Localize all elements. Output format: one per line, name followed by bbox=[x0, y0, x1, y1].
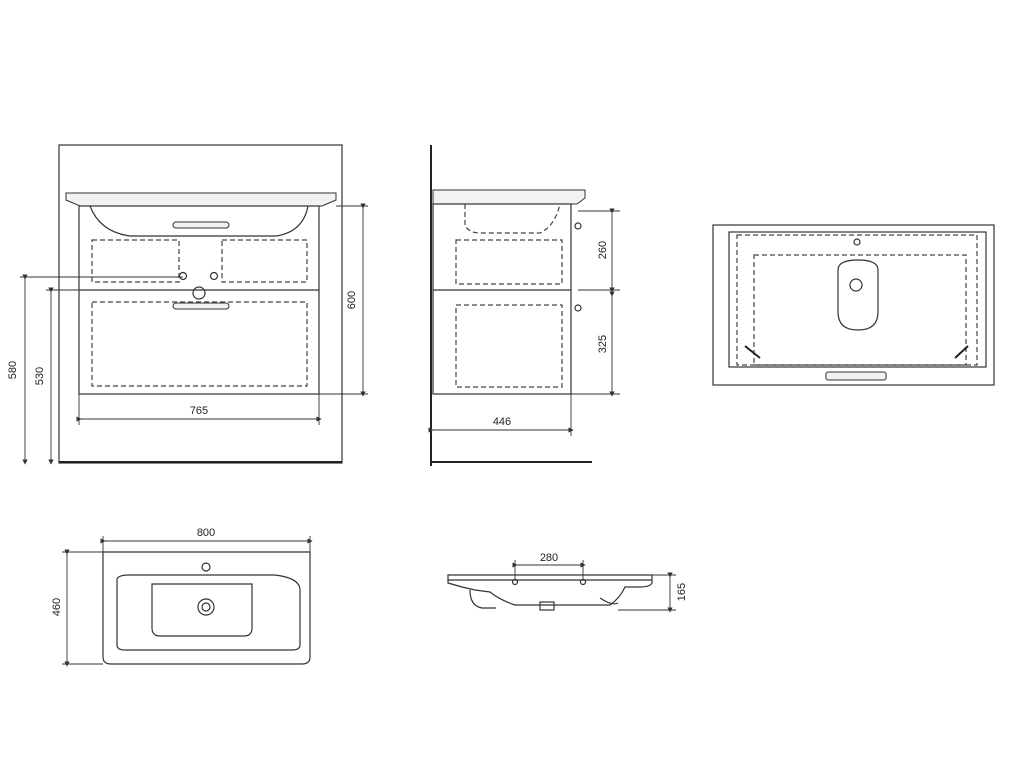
top-drain bbox=[849, 278, 863, 292]
dim-label-325: 325 bbox=[597, 335, 609, 353]
dim-label-800: 800 bbox=[197, 527, 215, 539]
lower-drawer bbox=[91, 301, 308, 387]
basin-inner-rim bbox=[116, 574, 301, 651]
side-upper-drawer bbox=[455, 239, 563, 285]
dim-label-600: 600 bbox=[346, 291, 358, 309]
basin-side-view: 280 165 bbox=[447, 552, 688, 613]
dim-label-460: 460 bbox=[51, 598, 63, 616]
basin-drain-side bbox=[539, 601, 555, 611]
basin-bowl-top bbox=[151, 583, 253, 637]
top-tap-hole bbox=[853, 238, 861, 246]
basin-outline bbox=[102, 551, 311, 665]
side-countertop bbox=[432, 189, 586, 205]
side-handle-lower bbox=[574, 304, 582, 312]
upper-handle bbox=[172, 221, 230, 229]
basin-profile bbox=[447, 574, 653, 606]
basin-drain-inner bbox=[201, 602, 211, 612]
dim-label-765: 765 bbox=[190, 405, 208, 417]
basin-drain-outer bbox=[197, 598, 215, 616]
countertop bbox=[65, 192, 337, 207]
side-lower-drawer bbox=[455, 304, 563, 388]
top-outline bbox=[712, 224, 995, 386]
top-view bbox=[712, 224, 995, 386]
dim-label-165: 165 bbox=[676, 583, 688, 601]
side-basin-dashed bbox=[464, 203, 561, 234]
cabinet-body bbox=[78, 205, 320, 395]
basin-top-view: 800 460 bbox=[51, 527, 313, 667]
basin-tap-hole bbox=[201, 562, 211, 572]
drain-pipe bbox=[192, 286, 206, 300]
upper-drawer-left bbox=[91, 239, 180, 283]
top-drawer-dashed bbox=[736, 234, 978, 366]
siphon-right bbox=[209, 271, 219, 281]
side-cabinet-body bbox=[432, 203, 572, 395]
top-inner-outline bbox=[728, 231, 987, 368]
front-view: 765 600 580 530 bbox=[7, 144, 368, 465]
top-inner-dashed bbox=[753, 254, 967, 366]
side-view: 446 260 325 bbox=[428, 145, 620, 466]
dim-label-260: 260 bbox=[597, 241, 609, 259]
basin-bowl bbox=[89, 205, 309, 237]
siphon-left bbox=[178, 271, 188, 281]
side-handle-upper bbox=[574, 222, 582, 230]
top-basin-shape bbox=[837, 259, 879, 331]
dim-label-446: 446 bbox=[493, 416, 511, 428]
upper-drawer-right bbox=[221, 239, 308, 283]
top-handle bbox=[825, 371, 887, 381]
lower-handle bbox=[172, 302, 230, 310]
dim-label-280: 280 bbox=[540, 552, 558, 564]
dim-label-580: 580 bbox=[7, 361, 19, 379]
dim-label-530: 530 bbox=[34, 367, 46, 385]
